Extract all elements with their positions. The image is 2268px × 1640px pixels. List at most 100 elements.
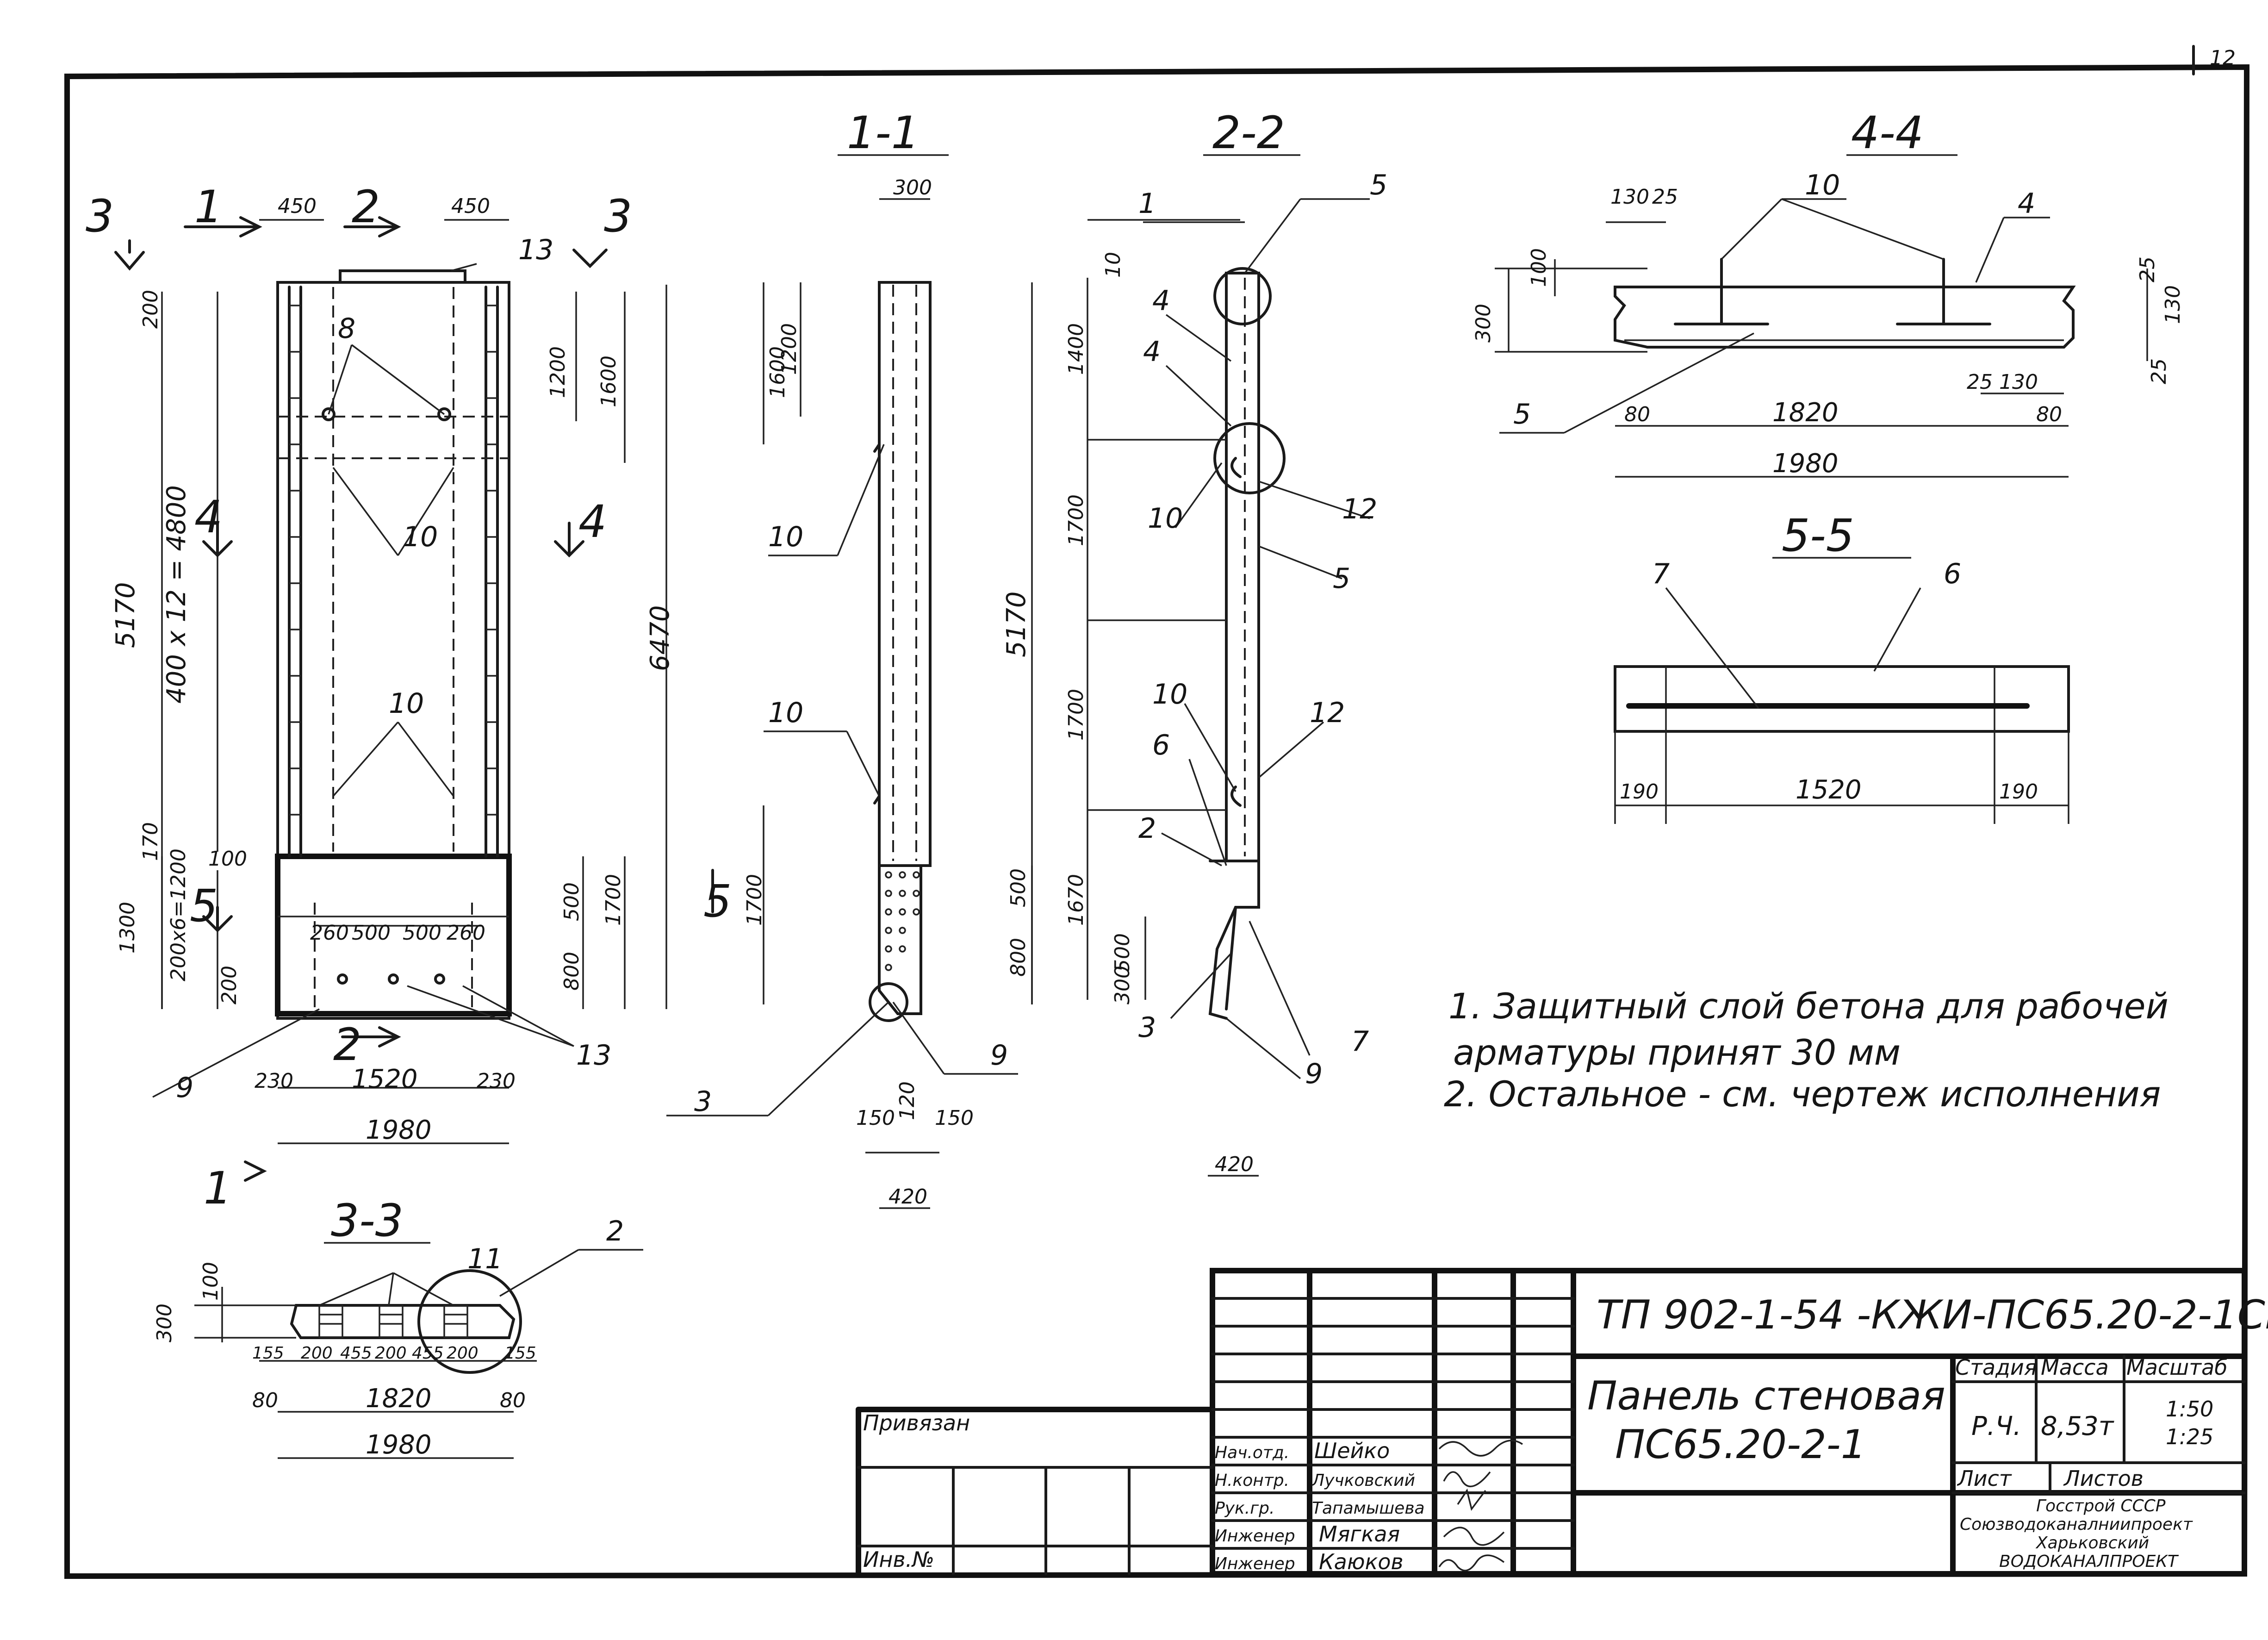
- callout-7-s22: 7: [1351, 1025, 1369, 1058]
- dim-420-s22: 420: [1215, 1153, 1254, 1176]
- name-2: Лучковский: [1311, 1471, 1415, 1490]
- callout-13-top: 13: [518, 234, 553, 266]
- dim-260-left: 260: [310, 921, 349, 945]
- dim-1700-front: 1700: [602, 874, 625, 926]
- dim-1200: 1200: [546, 346, 570, 398]
- section-1-1-dims: [763, 198, 1033, 1209]
- callout-6-s55: 6: [1944, 558, 1961, 590]
- roles-table: Нач.отд. Шейко Н.контр. Лучковский Рук.г…: [1215, 1438, 1425, 1574]
- dim-top-200: 200: [139, 290, 162, 329]
- dim-150-b-s11: 150: [935, 1106, 974, 1130]
- section-4-4-title: 4-4: [1851, 107, 1924, 159]
- dim-100: 100: [208, 847, 247, 871]
- org-line-2: Союзводоканалниипроект: [1960, 1515, 2193, 1534]
- dim-300-s44: 300: [1472, 304, 1495, 343]
- section-4-4-dims: [1495, 221, 2148, 478]
- sheets-label: Листов: [2063, 1466, 2144, 1491]
- dim-300-s33: 300: [153, 1303, 176, 1342]
- section-2-2: [1203, 154, 1300, 1020]
- cut-mark-5-left: 5: [190, 880, 218, 932]
- dim-1600-s11: 1600: [766, 346, 789, 398]
- callout-8: 8: [338, 312, 355, 345]
- lifting-loop-right: [437, 407, 451, 421]
- callout-9-s22: 9: [1305, 1058, 1323, 1090]
- name-3: Тапамышева: [1312, 1499, 1425, 1518]
- dim-455-s33-a: 455: [340, 1344, 372, 1363]
- dim-1820-s33: 1820: [366, 1384, 432, 1414]
- signatures: [1438, 1440, 1523, 1571]
- dim-left-450: 450: [278, 194, 317, 218]
- dim-25-s44-top: 25: [1652, 185, 1678, 209]
- dim-150-a-s11: 150: [856, 1106, 895, 1130]
- dim-230-left: 230: [255, 1069, 293, 1093]
- dim-25-s44-right-a: 25: [2136, 256, 2159, 282]
- dim-500-a: 500: [352, 921, 391, 945]
- dim-1200-s11: 1200: [777, 323, 801, 375]
- section-4-4: [1614, 154, 2076, 349]
- dim-800-front: 800: [560, 952, 584, 991]
- callout-5-s22-mid: 5: [1333, 562, 1350, 595]
- dim-100-s33: 100: [199, 1262, 223, 1301]
- callout-12-s22-a: 12: [1342, 493, 1377, 525]
- section-5-5-dims: [1614, 587, 2069, 824]
- callout-6-s22: 6: [1152, 729, 1170, 761]
- callout-10-s11-a: 10: [768, 521, 803, 553]
- dim-80-s33-right: 80: [500, 1389, 526, 1412]
- dim-170: 170: [139, 822, 162, 861]
- title-block: [856, 1268, 2247, 1577]
- front-elevation: [275, 269, 512, 1020]
- dim-1980-front: 1980: [366, 1115, 432, 1145]
- section-2-2-dims: [1087, 219, 1259, 1177]
- dim-500-s22: 500: [1111, 933, 1134, 972]
- callouts-s22: [1143, 198, 1370, 1079]
- callouts-s11: [666, 444, 1018, 1116]
- role-3: Рук.гр.: [1215, 1499, 1274, 1518]
- detail-circle-2: [417, 1269, 522, 1374]
- dim-1670-s22: 1670: [1064, 874, 1088, 926]
- cut-mark-2-bottom: 2: [333, 1019, 361, 1071]
- dim-1300: 1300: [116, 902, 139, 954]
- mass-value: 8,53т: [2041, 1411, 2114, 1441]
- dim-200x6: 200x6=1200: [167, 848, 190, 981]
- dim-155-s33-left: 155: [252, 1344, 284, 1363]
- callout-3-s11: 3: [694, 1085, 712, 1118]
- section-1-1-hatch: [885, 871, 920, 971]
- dim-300-s22: 300: [1111, 966, 1134, 1004]
- cut-mark-3-left: 3: [86, 190, 114, 242]
- callout-2-s33: 2: [606, 1215, 624, 1247]
- callout-10-lower: 10: [389, 687, 424, 720]
- left-rib-ladder: [289, 305, 301, 816]
- dim-right-450: 450: [451, 194, 490, 218]
- dim-80-s33-left: 80: [252, 1389, 278, 1412]
- dim-100-s44: 100: [1527, 248, 1551, 287]
- detail-circle-3: [869, 982, 908, 1022]
- dim-10-s22: 10: [1101, 252, 1125, 278]
- callout-10-s44: 10: [1805, 169, 1840, 201]
- org-line-4: ВОДОКАНАЛПРОЕКТ: [1999, 1552, 2179, 1571]
- dim-120-s11: 120: [895, 1081, 919, 1120]
- callouts-front: [152, 263, 574, 1098]
- role-1: Нач.отд.: [1215, 1443, 1289, 1462]
- sheet-number: 12: [2210, 46, 2236, 70]
- callout-10-s22-a: 10: [1148, 502, 1183, 535]
- callout-7-s55: 7: [1652, 558, 1670, 590]
- inventory-label: Инв.№: [863, 1547, 934, 1572]
- callout-2-s22: 2: [1138, 812, 1156, 845]
- scale-value-1: 1:50: [2166, 1397, 2213, 1422]
- detail-circle-12: [1213, 422, 1286, 494]
- dim-80-s44-left: 80: [1624, 403, 1650, 426]
- product-name: Панель стеновая: [1587, 1373, 1945, 1419]
- dim-200-s33-a: 200: [301, 1344, 333, 1363]
- stage-label: Стадия: [1955, 1355, 2037, 1380]
- callout-10-s11-b: 10: [768, 697, 803, 729]
- dim-230-right: 230: [477, 1069, 516, 1093]
- role-5: Инженер: [1215, 1554, 1295, 1573]
- callout-4-s22-b: 4: [1143, 336, 1161, 368]
- note-1-line-2: арматуры принят 30 мм: [1453, 1032, 1901, 1073]
- callout-4-s22-a: 4: [1152, 285, 1170, 317]
- callouts-s44: [1499, 198, 2050, 434]
- section-3-3: [290, 1242, 522, 1374]
- note-2: 2. Остальное - см. чертеж исполнения: [1444, 1073, 2161, 1115]
- section-3-3-dims: [194, 1249, 643, 1459]
- product-mark: ПС65.20-2-1: [1615, 1422, 1866, 1468]
